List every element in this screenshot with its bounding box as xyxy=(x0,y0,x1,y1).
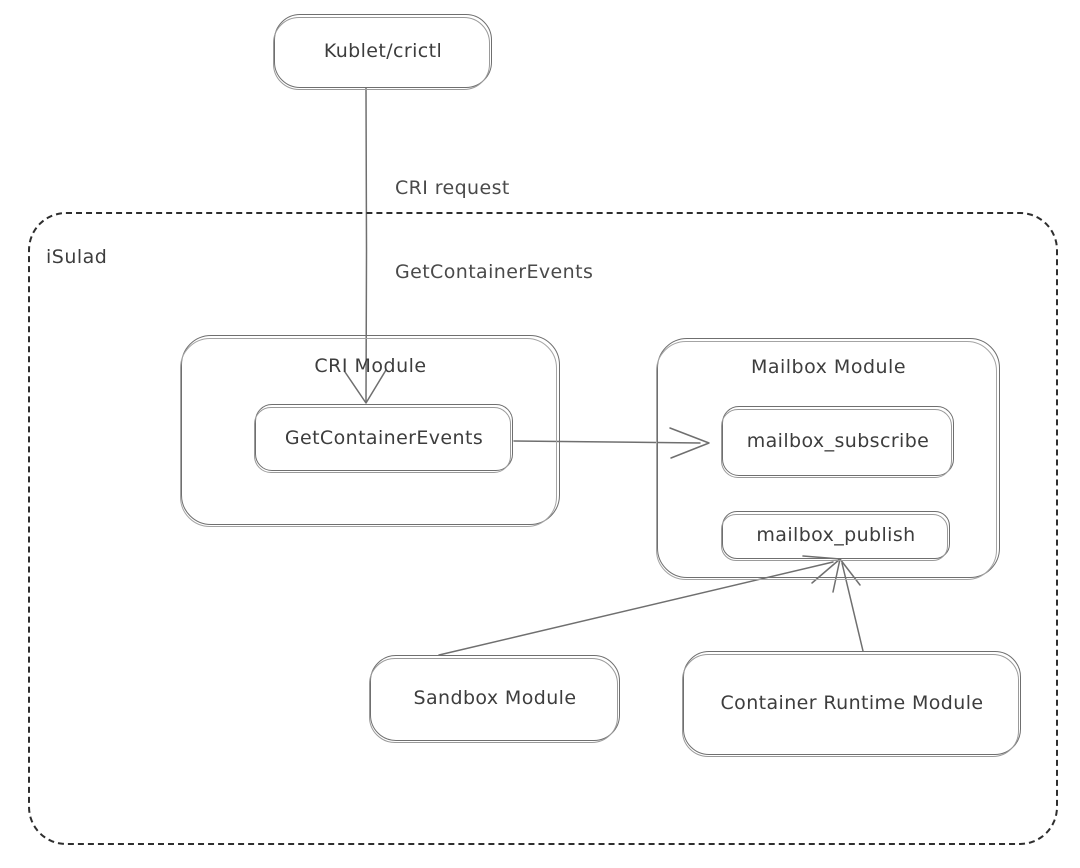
node-client[interactable]: Kublet/crictl xyxy=(272,14,492,90)
node-get-container-events[interactable]: GetContainerEvents xyxy=(253,404,513,473)
edge-label-cri-request: CRI request GetContainerEvents xyxy=(395,118,593,342)
node-container-runtime-module[interactable]: Container Runtime Module xyxy=(681,651,1021,757)
group-mailbox-module-label: Mailbox Module xyxy=(750,356,907,378)
node-sandbox-module[interactable]: Sandbox Module xyxy=(368,655,620,743)
node-sandbox-module-label: Sandbox Module xyxy=(413,687,577,709)
node-client-label: Kublet/crictl xyxy=(323,40,443,62)
edge-label-cri-request-line1: CRI request xyxy=(395,177,510,199)
edge-label-cri-request-line2: GetContainerEvents xyxy=(395,261,594,283)
isulad-boundary-label: iSulad xyxy=(46,246,108,268)
group-cri-module-label: CRI Module xyxy=(314,355,427,377)
node-container-runtime-module-label: Container Runtime Module xyxy=(720,692,984,714)
node-mailbox-publish[interactable]: mailbox_publish xyxy=(720,511,950,561)
node-mailbox-subscribe[interactable]: mailbox_subscribe xyxy=(720,406,954,478)
isulad-boundary xyxy=(28,212,1058,845)
node-get-container-events-label: GetContainerEvents xyxy=(284,426,484,449)
node-mailbox-publish-label: mailbox_publish xyxy=(756,524,916,546)
node-mailbox-subscribe-label: mailbox_subscribe xyxy=(746,430,930,452)
